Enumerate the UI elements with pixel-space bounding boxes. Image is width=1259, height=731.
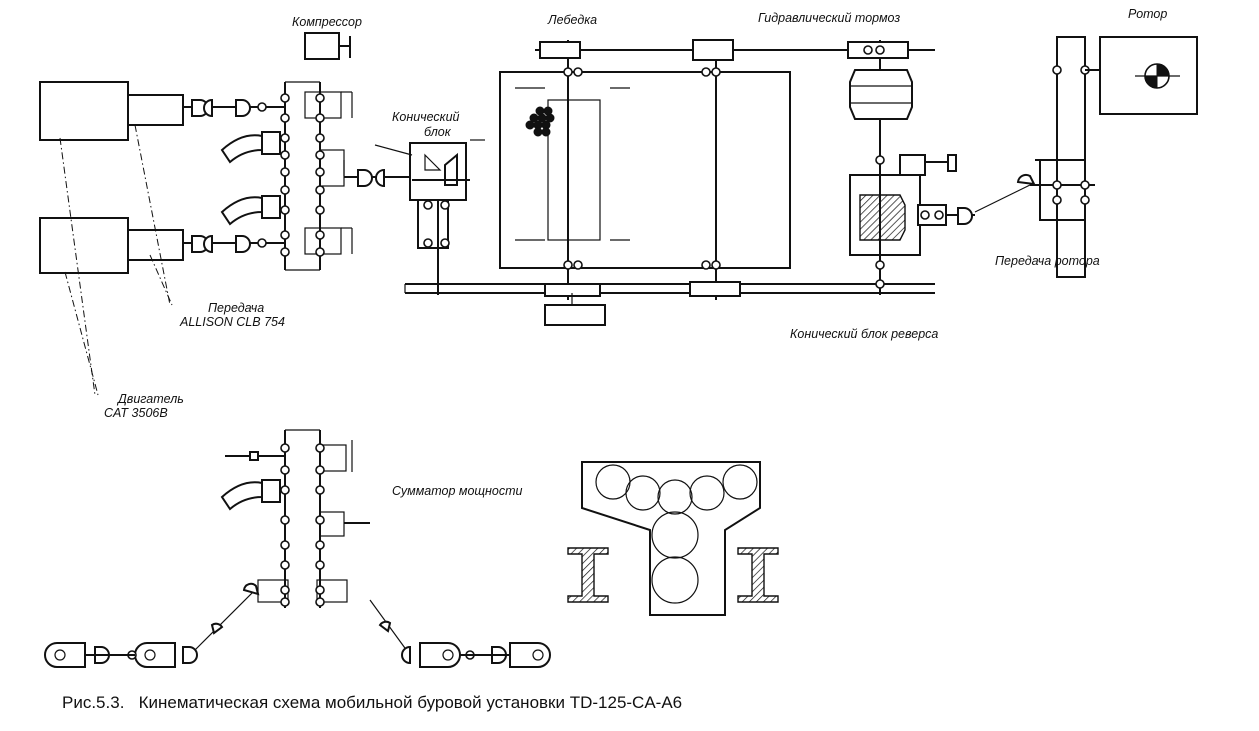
lower-shaft xyxy=(404,281,935,326)
label-engine-line2: CAT 3506B xyxy=(104,406,168,420)
coupling-bottom xyxy=(183,234,285,254)
label-transmission-line1: Передача xyxy=(208,301,264,315)
label-power-summator: Сумматор мощности xyxy=(392,484,523,498)
engine-bottom xyxy=(39,217,184,274)
rotor xyxy=(1085,36,1198,115)
reverse-conical-block xyxy=(849,154,975,289)
leader-lines xyxy=(59,124,413,396)
label-conical-block-line1: Конический xyxy=(392,110,460,124)
lower-drives xyxy=(43,582,551,668)
label-reverse-block: Конический блок реверса xyxy=(790,327,938,341)
shaft-to-conical-block xyxy=(344,168,415,188)
power-summator-lower xyxy=(220,429,370,608)
engine-top xyxy=(39,81,184,141)
label-rotor: Ротор xyxy=(1128,7,1167,21)
figure-caption: Рис.5.3. Кинематическая схема мобильной … xyxy=(62,693,682,712)
label-engine-line1: Двигатель xyxy=(116,392,184,406)
label-compressor: Компрессор xyxy=(292,15,362,29)
gear-train xyxy=(567,461,779,616)
power-summator-top xyxy=(220,81,353,271)
label-rotor-transmission: Передача ротора xyxy=(995,254,1100,268)
label-winch: Лебедка xyxy=(547,13,597,27)
rotor-transmission xyxy=(974,36,1095,278)
compressor xyxy=(304,32,351,60)
label-hydraulic-brake: Гидравлический тормоз xyxy=(758,11,900,25)
label-conical-block-line2: блок xyxy=(424,125,452,139)
label-transmission-line2: ALLISON CLB 754 xyxy=(179,315,285,329)
coupling-top xyxy=(183,98,285,118)
conical-block xyxy=(409,139,485,295)
hydraulic-brake xyxy=(847,40,913,295)
